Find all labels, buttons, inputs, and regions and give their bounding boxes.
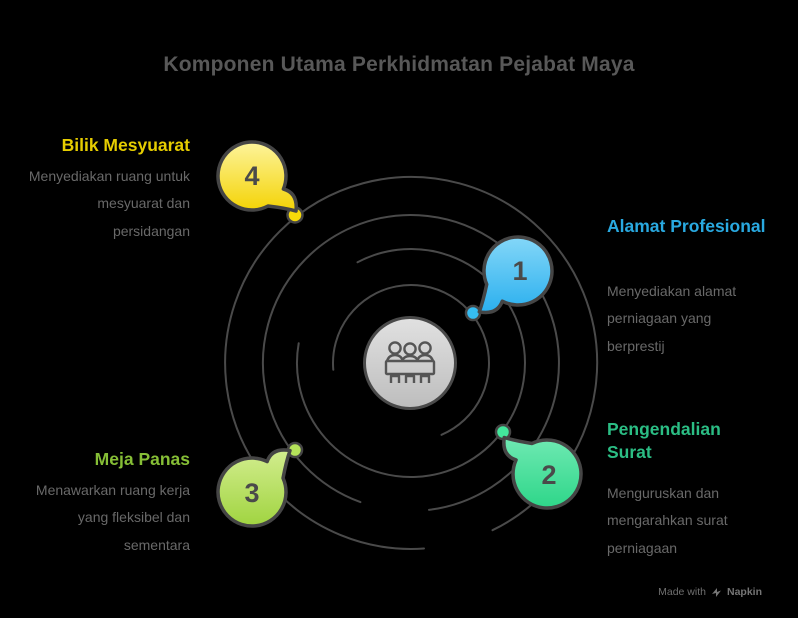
- item-description-2: Menguruskan dan mengarahkan surat pernia…: [607, 485, 728, 556]
- bubble-4: 4: [216, 140, 298, 213]
- item-label-alamat-profesional: Alamat Profesional: [607, 216, 766, 236]
- page-title: Komponen Utama Perkhidmatan Pejabat Maya: [163, 53, 635, 76]
- item-description-4: Menyediakan ruang untuk mesyuarat dan pe…: [28, 168, 190, 239]
- bubble-number-4: 4: [244, 161, 259, 191]
- bubble-2: 2: [502, 435, 583, 510]
- bubble-number-3: 3: [244, 478, 259, 508]
- center-badge: [363, 316, 457, 410]
- meeting-table-icon: [384, 341, 436, 383]
- bubble-number-1: 1: [512, 256, 527, 286]
- watermark-brand: Napkin: [726, 586, 762, 598]
- watermark: Made with Napkin: [658, 586, 762, 598]
- bubble-number-2: 2: [541, 460, 556, 490]
- napkin-logo-icon: [711, 587, 721, 597]
- item-label-bilik-mesyuarat: Bilik Mesyuarat: [61, 135, 190, 155]
- watermark-prefix: Made with: [658, 586, 706, 598]
- bubble-1: 1: [477, 235, 554, 315]
- item-description-1: Menyediakan alamat perniagaan yang berpr…: [607, 283, 737, 354]
- bubble-3: 3: [216, 448, 292, 528]
- item-description-3: Menawarkan ruang kerja yang fleksibel da…: [35, 482, 190, 553]
- item-label-pengendalian-surat: Pengendalian Surat: [607, 419, 721, 462]
- item-label-meja-panas: Meja Panas: [94, 449, 190, 469]
